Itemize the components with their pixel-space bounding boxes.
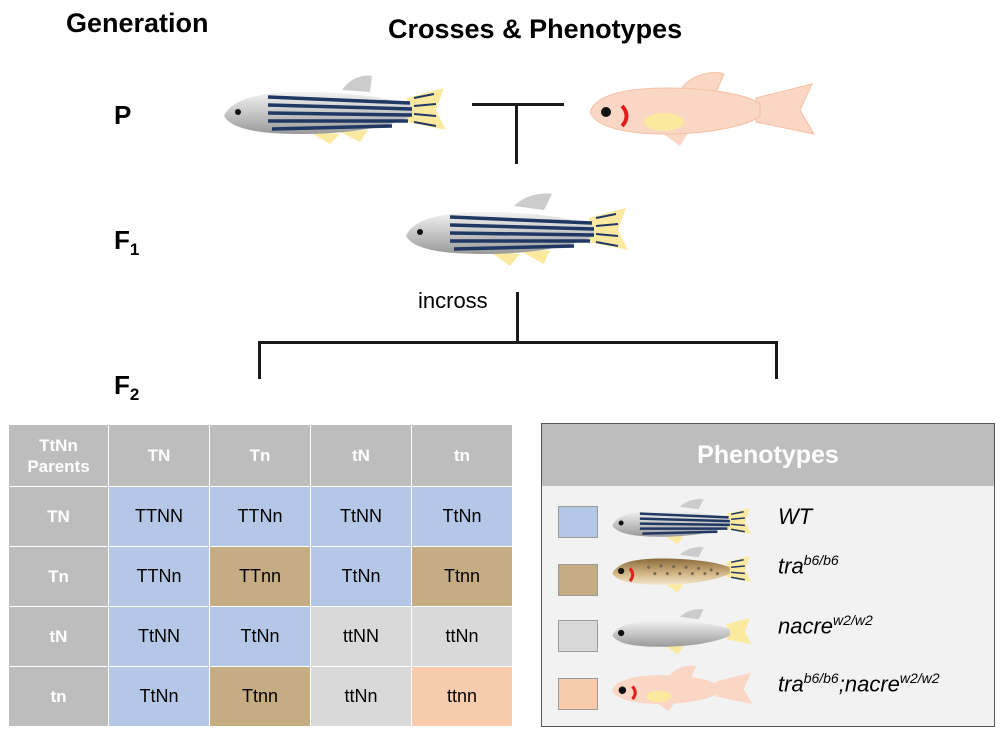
genotype-cell: TtNn: [108, 666, 210, 727]
punnett-col-header: TN: [108, 424, 210, 487]
punnett-col-header: tN: [310, 424, 412, 487]
legend-label-double: trab6/b6;nacrew2/w2: [778, 670, 940, 697]
genotype-cell: ttNn: [310, 666, 412, 727]
genotype-cell: TTnn: [209, 546, 311, 607]
legend-label-tra: trab6/b6: [778, 552, 839, 579]
f2-bar: [258, 341, 778, 344]
legend-swatch-nacre: [558, 620, 598, 652]
genotype-cell: ttNn: [411, 606, 513, 667]
genotype-cell: ttnn: [411, 666, 513, 727]
punnett-row: TN TTNN TTNn TtNN TtNn: [8, 486, 513, 547]
legend-title: Phenotypes: [542, 424, 994, 486]
genotype-cell: Ttnn: [411, 546, 513, 607]
punnett-row: tn TtNn Ttnn ttNn ttnn: [8, 666, 513, 727]
genotype-cell: TtNn: [411, 486, 513, 547]
punnett-row-header: TN: [8, 486, 109, 547]
punnett-row-header: Tn: [8, 546, 109, 607]
legend-label-nacre: nacrew2/w2: [778, 612, 873, 639]
genotype-cell: TtNn: [310, 546, 412, 607]
f2-left-drop: [258, 341, 261, 379]
punnett-row-header: tN: [8, 606, 109, 667]
punnett-col-header: tn: [411, 424, 513, 487]
punnett-row: Tn TTNn TTnn TtNn Ttnn: [8, 546, 513, 607]
punnett-row-header: tn: [8, 666, 109, 727]
genotype-cell: Ttnn: [209, 666, 311, 727]
silver-fish-icon: [612, 608, 752, 655]
parent-wt-fish-icon: [224, 75, 446, 144]
genotype-cell: ttNN: [310, 606, 412, 667]
punnett-col-header: Tn: [209, 424, 311, 487]
genotype-cell: TtNN: [310, 486, 412, 547]
generation-f2-label: F2: [114, 370, 140, 405]
phenotype-legend: Phenotypes WT: [541, 423, 995, 727]
punnett-row: tN TtNN TtNn ttNN ttNn: [8, 606, 513, 667]
pink-fish-icon: [612, 665, 753, 712]
genotype-cell: TTNN: [108, 486, 210, 547]
generation-header: Generation: [66, 8, 209, 38]
legend-label-wt: WT: [778, 504, 813, 529]
cross-bar: [472, 103, 564, 106]
incross-stem: [516, 292, 519, 342]
cross-stem: [515, 104, 518, 164]
generation-p-label: P: [114, 100, 132, 130]
f1-wt-fish-icon: [406, 193, 628, 266]
legend-swatch-tra: [558, 564, 598, 596]
parent-pink-fish-icon: [589, 72, 815, 146]
crosses-header: Crosses & Phenotypes: [388, 14, 683, 44]
generation-f1-label: F1: [114, 225, 140, 260]
striped-fish-icon: [612, 498, 752, 545]
genotype-cell: TTNn: [209, 486, 311, 547]
genotype-cell: TtNN: [108, 606, 210, 667]
legend-swatch-double: [558, 678, 598, 710]
incross-label: incross: [418, 288, 488, 313]
spotted-fish-icon: [612, 546, 752, 593]
genotype-cell: TtNn: [209, 606, 311, 667]
f2-right-drop: [775, 341, 778, 379]
genotype-cell: TTNn: [108, 546, 210, 607]
legend-swatch-wt: [558, 506, 598, 538]
